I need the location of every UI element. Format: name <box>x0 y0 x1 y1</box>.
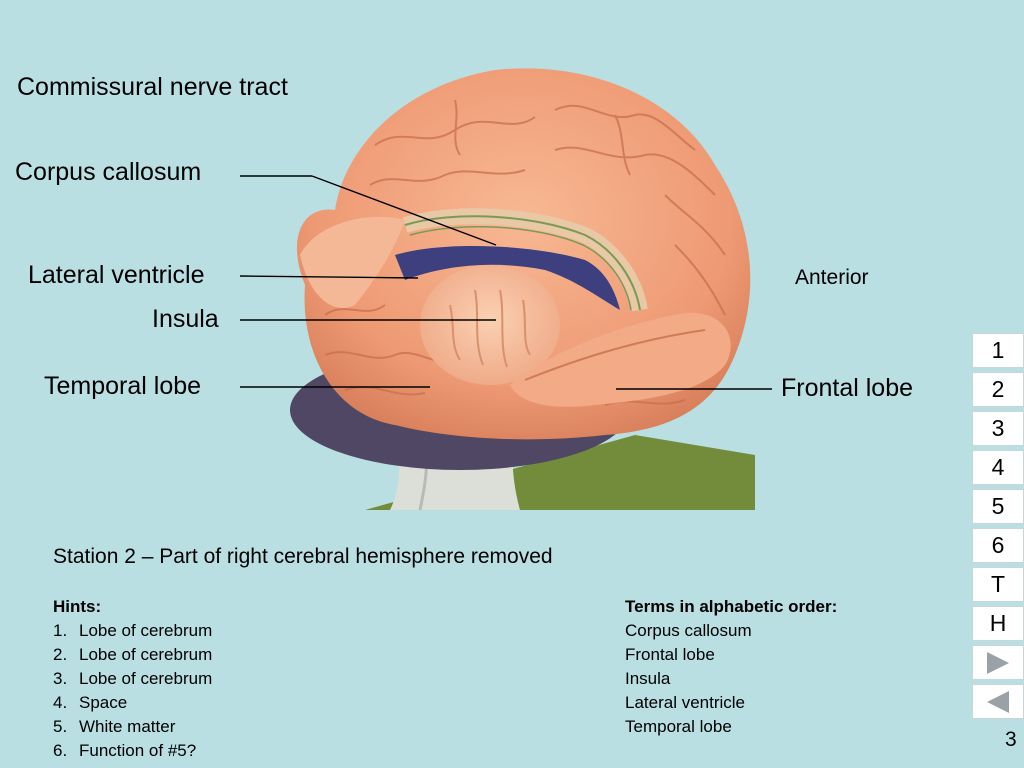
list-item: 3.Lobe of cerebrum <box>53 669 213 688</box>
list-item: Insula <box>625 669 671 688</box>
slide-heading: Commissural nerve tract <box>17 73 288 101</box>
play-right-icon <box>987 651 1009 674</box>
nav-button-6[interactable]: 6 <box>972 528 1024 563</box>
hints-list: Hints: 1.Lobe of cerebrum 2.Lobe of cere… <box>53 595 212 763</box>
nav-button-1[interactable]: 1 <box>972 333 1024 368</box>
label-corpus-callosum: Corpus callosum <box>15 158 202 186</box>
list-item: Temporal lobe <box>625 717 732 736</box>
terms-list: Terms in alphabetic order: Corpus callos… <box>625 595 837 739</box>
label-anterior: Anterior <box>795 266 869 289</box>
label-temporal-lobe: Temporal lobe <box>44 372 202 400</box>
page-number: 3 <box>1005 728 1017 751</box>
prev-button[interactable] <box>972 684 1024 719</box>
nav-button-h[interactable]: H <box>972 606 1024 641</box>
list-item: Lateral ventricle <box>625 693 746 712</box>
nav-button-4[interactable]: 4 <box>972 450 1024 485</box>
slide-navigation: 1 2 3 4 5 6 T H <box>972 333 1024 723</box>
play-left-icon <box>987 690 1009 713</box>
nav-button-3[interactable]: 3 <box>972 411 1024 446</box>
list-item: 4.Space <box>53 693 128 712</box>
nav-button-5[interactable]: 5 <box>972 489 1024 524</box>
brain-model-photo <box>290 68 755 511</box>
list-item: 5.White matter <box>53 717 176 736</box>
label-frontal-lobe: Frontal lobe <box>781 374 914 402</box>
label-lateral-ventricle: Lateral ventricle <box>28 261 205 289</box>
station-caption: Station 2 – Part of right cerebral hemis… <box>53 545 553 568</box>
list-item: Frontal lobe <box>625 645 715 664</box>
list-item: 2.Lobe of cerebrum <box>53 645 213 664</box>
list-item: Corpus callosum <box>625 621 752 640</box>
nav-button-2[interactable]: 2 <box>972 372 1024 407</box>
next-button[interactable] <box>972 645 1024 680</box>
label-insula: Insula <box>152 305 219 333</box>
terms-title: Terms in alphabetic order: <box>625 597 838 616</box>
hints-title: Hints: <box>53 597 102 616</box>
list-item: 6.Function of #5? <box>53 741 197 760</box>
nav-button-t[interactable]: T <box>972 567 1024 602</box>
list-item: 1.Lobe of cerebrum <box>53 621 213 640</box>
